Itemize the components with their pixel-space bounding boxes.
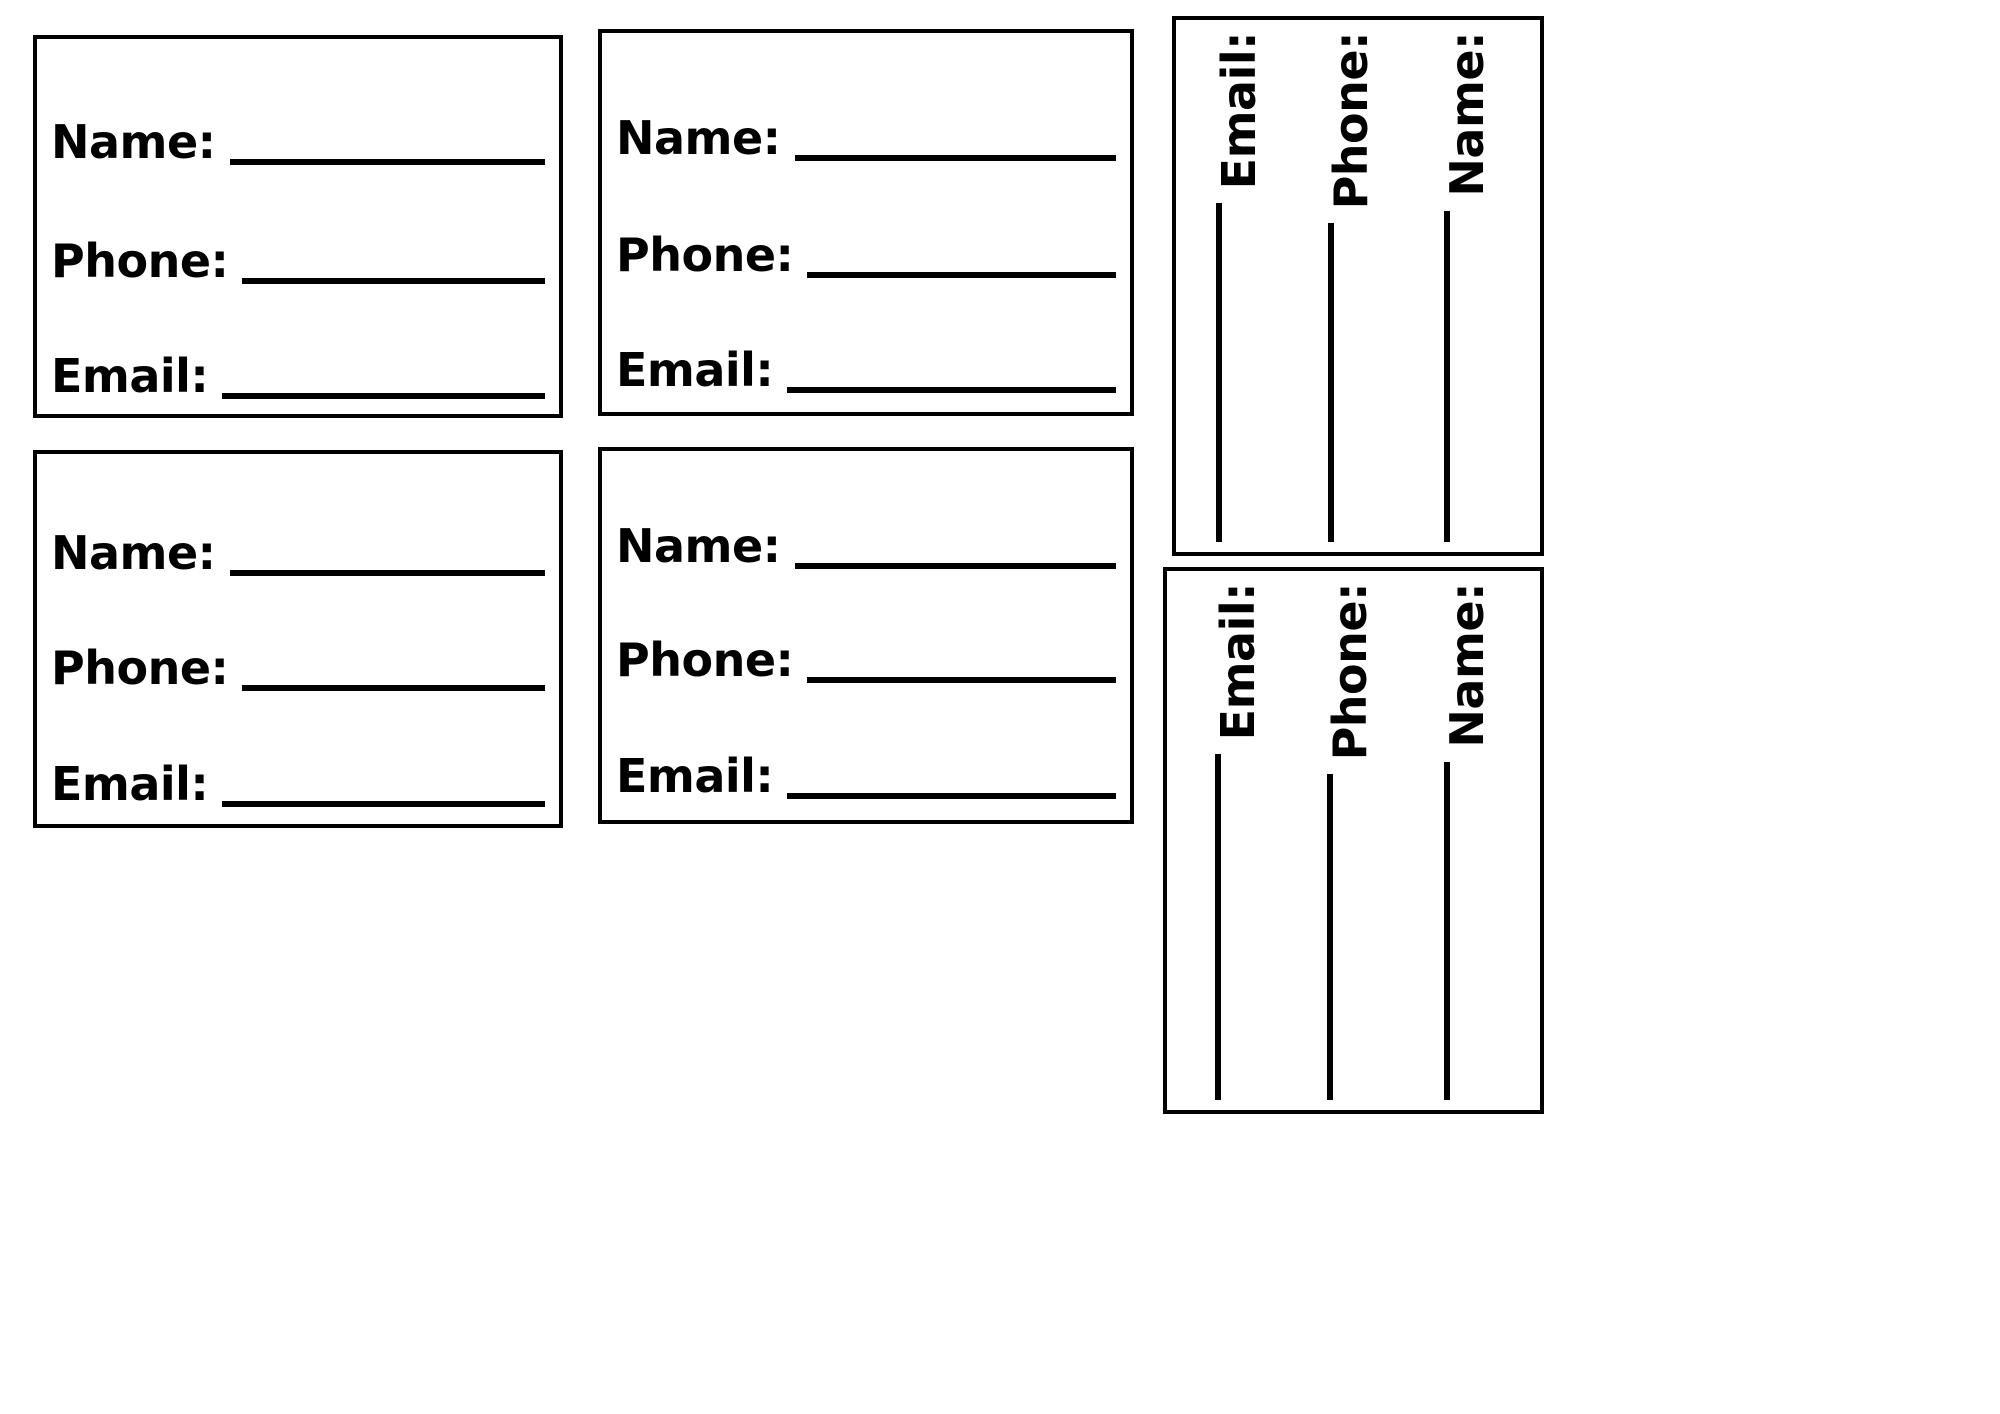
field-writing-line-email[interactable] bbox=[787, 349, 1116, 393]
field-writing-line-name[interactable] bbox=[1444, 210, 1484, 542]
field-writing-line-name[interactable] bbox=[1444, 761, 1484, 1100]
field-label-email: Email: bbox=[616, 343, 774, 397]
field-label-phone: Phone: bbox=[616, 228, 794, 282]
field-writing-line-phone[interactable] bbox=[807, 639, 1116, 683]
field-row-email[interactable]: Email: bbox=[37, 339, 559, 399]
field-label-email: Email: bbox=[51, 757, 209, 811]
field-row-name[interactable]: Name: bbox=[602, 101, 1130, 161]
field-label-name: Name: bbox=[616, 111, 781, 165]
contact-card-top-right[interactable]: Name: Phone: Email: bbox=[598, 29, 1134, 416]
field-col-email[interactable]: Email: bbox=[1211, 571, 1275, 1110]
field-label-email: Email: bbox=[1211, 583, 1265, 741]
field-row-phone[interactable]: Phone: bbox=[602, 218, 1130, 278]
field-label-phone: Phone: bbox=[51, 641, 229, 695]
field-row-email[interactable]: Email: bbox=[37, 747, 559, 807]
field-row-name[interactable]: Name: bbox=[37, 105, 559, 165]
contact-card-bottom-left[interactable]: Name: Phone: Email: bbox=[33, 450, 563, 828]
field-col-phone[interactable]: Phone: bbox=[1324, 20, 1388, 552]
field-label-name: Name: bbox=[616, 519, 781, 573]
field-writing-line-phone[interactable] bbox=[242, 647, 545, 691]
field-row-name[interactable]: Name: bbox=[37, 516, 559, 576]
field-writing-line-email[interactable] bbox=[222, 355, 545, 399]
field-row-phone[interactable]: Phone: bbox=[37, 224, 559, 284]
field-writing-line-phone[interactable] bbox=[807, 234, 1116, 278]
field-writing-line-name[interactable] bbox=[229, 532, 545, 576]
field-writing-line-phone[interactable] bbox=[1327, 774, 1367, 1100]
contact-card-bottom-right[interactable]: Name: Phone: Email: bbox=[598, 447, 1134, 824]
field-label-name: Name: bbox=[1440, 32, 1494, 197]
field-writing-line-email[interactable] bbox=[1216, 203, 1256, 542]
field-writing-line-name[interactable] bbox=[794, 117, 1116, 161]
contact-card-top-left[interactable]: Name: Phone: Email: bbox=[33, 35, 563, 418]
contact-card-side-lower[interactable]: Email: Phone: Name: bbox=[1163, 567, 1544, 1114]
field-writing-line-email[interactable] bbox=[787, 755, 1116, 799]
field-col-name[interactable]: Name: bbox=[1440, 20, 1504, 552]
field-row-email[interactable]: Email: bbox=[602, 333, 1130, 393]
field-col-name[interactable]: Name: bbox=[1440, 571, 1504, 1110]
contact-card-side-upper[interactable]: Email: Phone: Name: bbox=[1172, 16, 1544, 556]
field-row-email[interactable]: Email: bbox=[602, 739, 1130, 799]
field-writing-line-phone[interactable] bbox=[1328, 223, 1368, 542]
field-writing-line-email[interactable] bbox=[1215, 754, 1255, 1100]
field-label-phone: Phone: bbox=[616, 633, 794, 687]
field-col-email[interactable]: Email: bbox=[1212, 20, 1276, 552]
field-writing-line-email[interactable] bbox=[222, 763, 545, 807]
field-label-email: Email: bbox=[616, 749, 774, 803]
field-col-phone[interactable]: Phone: bbox=[1323, 571, 1387, 1110]
field-writing-line-name[interactable] bbox=[794, 525, 1116, 569]
field-label-name: Name: bbox=[51, 115, 216, 169]
field-label-phone: Phone: bbox=[1324, 32, 1378, 210]
field-label-phone: Phone: bbox=[1323, 583, 1377, 761]
field-row-name[interactable]: Name: bbox=[602, 509, 1130, 569]
field-label-email: Email: bbox=[51, 349, 209, 403]
field-label-email: Email: bbox=[1212, 32, 1266, 190]
field-writing-line-phone[interactable] bbox=[242, 240, 545, 284]
field-row-phone[interactable]: Phone: bbox=[602, 623, 1130, 683]
field-label-name: Name: bbox=[51, 526, 216, 580]
field-label-phone: Phone: bbox=[51, 234, 229, 288]
field-row-phone[interactable]: Phone: bbox=[37, 631, 559, 691]
field-label-name: Name: bbox=[1440, 583, 1494, 748]
field-writing-line-name[interactable] bbox=[229, 121, 545, 165]
